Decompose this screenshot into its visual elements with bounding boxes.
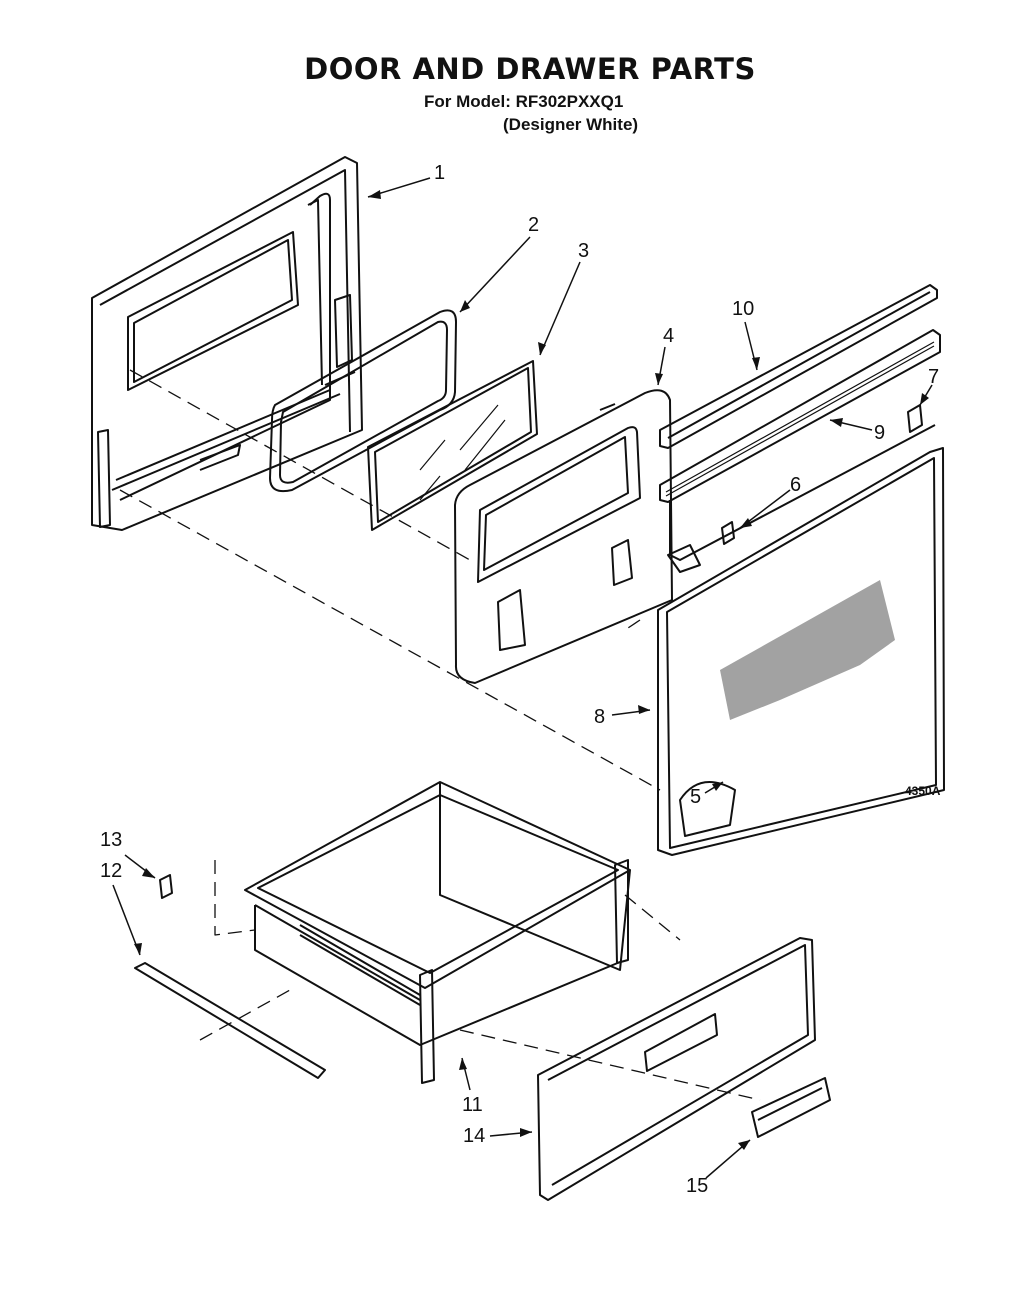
callout-3: 3 [578,240,590,262]
callout-4: 4 [663,325,675,347]
callout-13: 13 [100,829,123,851]
part-12-rail [134,962,326,1079]
part-14-drawer-front [537,937,816,1201]
part-1-outer-door-frame [91,156,363,531]
part-3-window-glass [367,360,538,531]
callout-1: 1 [434,162,446,184]
figure-code: 4350A [905,784,941,798]
part-2-window-gasket [269,309,457,493]
callout-5: 5 [690,786,702,808]
callout-14: 14 [463,1125,486,1147]
part-6-clip [721,521,735,545]
callout-6: 6 [790,474,802,496]
callout-9: 9 [874,422,886,444]
callout-12: 12 [100,860,123,882]
callout-arrowheads [134,190,929,1150]
part-8-outer-door-panel [657,447,945,856]
callout-2: 2 [528,214,540,236]
part-8-print-pattern [720,580,895,720]
part-7-bracket [667,404,936,573]
callout-10: 10 [732,298,755,320]
callout-8: 8 [594,706,606,728]
callout-15: 15 [686,1175,709,1197]
page-title: DOOR AND DRAWER PARTS [304,52,756,86]
part-11-drawer-body [244,781,631,1084]
assembly-guide-lines [119,369,761,1101]
callout-7: 7 [928,366,940,388]
part-10-top-trim [659,284,938,449]
part-15-drawer-handle [751,1077,831,1138]
model-variant: (Designer White) [503,115,639,134]
model-number: For Model: RF302PXXQ1 [424,92,624,111]
part-4-inner-door-panel [454,389,673,684]
part-13-clip [159,874,173,899]
callout-11: 11 [462,1094,483,1116]
part-9-vent-strip [659,329,941,503]
